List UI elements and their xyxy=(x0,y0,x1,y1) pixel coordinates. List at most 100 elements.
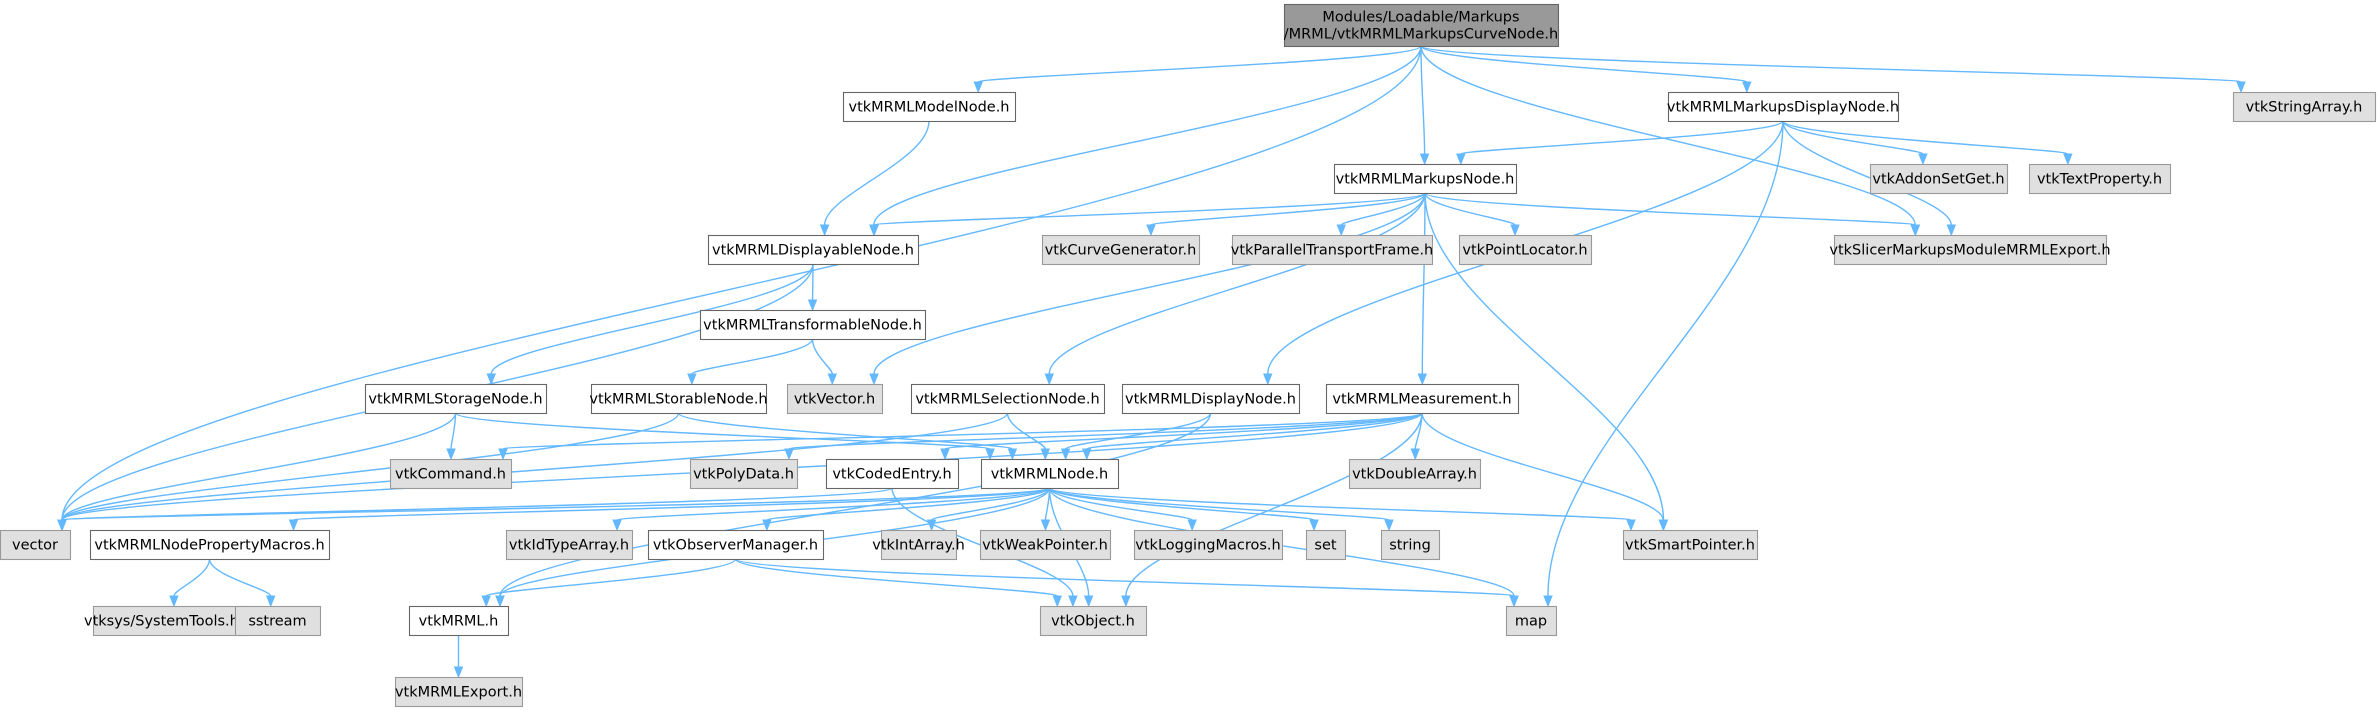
node-label: /MRML/vtkMRMLMarkupsCurveNode.h xyxy=(1284,27,1558,43)
edge-modelnode-to-displayablenode xyxy=(819,120,930,237)
edge-measurement-to-vtkobject xyxy=(1121,412,1423,608)
node-label: vtkCommand.h xyxy=(395,467,506,483)
node-label: vtkMRMLNodePropertyMacros.h xyxy=(94,538,324,554)
node-markupsnode[interactable]: vtkMRMLMarkupsNode.h xyxy=(1333,163,1518,195)
node-selectionnode[interactable]: vtkMRMLSelectionNode.h xyxy=(910,383,1106,415)
node-label: vtkAddonSetGet.h xyxy=(1872,172,2004,188)
edge-markupsdisplaynode-to-markupsnode xyxy=(1456,120,1784,166)
edge-markupsnode-to-vtkvector xyxy=(869,192,1426,386)
edge-root-to-markupsdisplaynode xyxy=(1420,45,1752,94)
edge-markupsdisplaynode-to-map xyxy=(1543,120,1784,608)
node-label: vtkIdTypeArray.h xyxy=(509,538,629,554)
node-weakpointer: vtkWeakPointer.h xyxy=(979,529,1112,561)
edge-vtkmrml-to-mrmlexport xyxy=(453,635,464,679)
node-modelnode[interactable]: vtkMRMLModelNode.h xyxy=(842,91,1017,123)
node-textproperty: vtkTextProperty.h xyxy=(2028,163,2172,195)
node-label: vtkMRMLMarkupsNode.h xyxy=(1336,172,1515,188)
node-measurement[interactable]: vtkMRMLMeasurement.h xyxy=(1325,383,1520,415)
edge-markupsnode-to-displayablenode xyxy=(869,192,1426,237)
node-transformablenode[interactable]: vtkMRMLTransformableNode.h xyxy=(699,309,927,341)
edge-transformablenode-to-storablenode xyxy=(687,338,814,386)
node-storagenode[interactable]: vtkMRMLStorageNode.h xyxy=(364,383,548,415)
node-intarray: vtkIntArray.h xyxy=(872,529,965,561)
node-curvegenerator: vtkCurveGenerator.h xyxy=(1041,234,1201,266)
edge-markupsnode-to-selectionnode xyxy=(1044,192,1426,386)
node-doublearray: vtkDoubleArray.h xyxy=(1348,458,1482,490)
node-label: vector xyxy=(12,538,58,554)
edge-markupsdisplaynode-to-addonsetget xyxy=(1782,120,1928,166)
node-label: vtkMRMLDisplayNode.h xyxy=(1125,392,1296,408)
node-idtypearray: vtkIdTypeArray.h xyxy=(505,529,634,561)
node-smartpointer: vtkSmartPointer.h xyxy=(1622,529,1759,561)
node-label: vtkSmartPointer.h xyxy=(1625,538,1755,554)
node-label: vtkCurveGenerator.h xyxy=(1045,243,1197,259)
node-loggingmacros: vtkLoggingMacros.h xyxy=(1133,529,1284,561)
node-vtkmrml[interactable]: vtkMRML.h xyxy=(408,605,510,637)
node-vtkvector: vtkVector.h xyxy=(786,383,884,415)
node-label: vtkIntArray.h xyxy=(872,538,965,554)
node-root: Modules/Loadable/Markups/MRML/vtkMRMLMar… xyxy=(1284,3,1560,48)
node-label: vtkMRMLExport.h xyxy=(395,685,522,701)
edge-observermanager-to-vtkmrml xyxy=(481,558,737,608)
node-mrmlnode[interactable]: vtkMRMLNode.h xyxy=(980,458,1120,490)
edge-displayablenode-to-storagenode xyxy=(486,263,814,386)
node-vtkobject: vtkObject.h xyxy=(1039,605,1148,637)
node-label: vtksys/SystemTools.hxx xyxy=(84,614,256,630)
edge-storagenode-to-mrmlnode xyxy=(454,412,995,461)
node-observermanager[interactable]: vtkObserverManager.h xyxy=(647,529,825,561)
node-label: vtkVector.h xyxy=(794,392,875,408)
edge-propertymacros-to-sstream xyxy=(208,558,276,608)
edge-markupsdisplaynode-to-textproperty xyxy=(1782,120,2073,166)
node-label: vtkMRMLNode.h xyxy=(991,467,1108,483)
node-sstream: sstream xyxy=(234,605,322,637)
edge-transformablenode-to-vtkvector xyxy=(811,338,838,386)
edge-markupsnode-to-paralleltransport xyxy=(1336,192,1426,237)
edge-measurement-to-codedentry xyxy=(940,412,1423,461)
edge-markupsnode-to-slicerexport xyxy=(1424,192,1921,237)
node-displayablenode[interactable]: vtkMRMLDisplayableNode.h xyxy=(707,234,920,266)
node-markupsdisplaynode[interactable]: vtkMRMLMarkupsDisplayNode.h xyxy=(1667,91,1899,123)
edge-mrmlnode-to-propertymacros xyxy=(288,487,1051,532)
edge-markupsnode-to-measurement xyxy=(1417,192,1428,386)
node-mrmlexport: vtkMRMLExport.h xyxy=(395,676,524,708)
node-label: vtkMRMLDisplayableNode.h xyxy=(712,243,914,259)
node-string: string xyxy=(1380,529,1441,561)
node-label: vtkStringArray.h xyxy=(2246,100,2363,116)
node-label: vtkMRMLTransformableNode.h xyxy=(703,318,922,334)
node-label: vtkMRMLStorableNode.h xyxy=(589,392,767,408)
header-nodes: Modules/Loadable/Markups/MRML/vtkMRMLMar… xyxy=(0,3,2377,708)
dependency-edges xyxy=(57,45,2246,679)
edge-storagenode-to-vtkcommand xyxy=(446,412,457,461)
node-paralleltransport: vtkParallelTransportFrame.h xyxy=(1231,234,1434,266)
node-label: vtkPointLocator.h xyxy=(1462,243,1587,259)
node-codedentry[interactable]: vtkCodedEntry.h xyxy=(825,458,960,490)
node-addonsetget: vtkAddonSetGet.h xyxy=(1869,163,2009,195)
edge-observermanager-to-map xyxy=(734,558,1519,608)
node-vtkcommand: vtkCommand.h xyxy=(389,458,513,490)
node-label: vtkPolyData.h xyxy=(693,467,794,483)
node-label: vtkMRMLMarkupsDisplayNode.h xyxy=(1667,100,1899,116)
edge-observermanager-to-vtkobject xyxy=(734,558,1062,608)
edge-mrmlnode-to-loggingmacros xyxy=(1048,487,1197,532)
node-map: map xyxy=(1505,605,1558,637)
edge-propertymacros-to-systemtools xyxy=(169,558,211,608)
edge-mrmlnode-to-intarray xyxy=(926,487,1051,532)
node-label: string xyxy=(1389,538,1431,554)
node-label: vtkWeakPointer.h xyxy=(982,538,1108,554)
edge-measurement-to-vtkcommand xyxy=(498,412,1423,461)
edge-mrmlnode-to-vector xyxy=(57,487,1051,532)
node-set: set xyxy=(1305,529,1347,561)
node-label: Modules/Loadable/Markups xyxy=(1322,10,1519,26)
node-label: vtkMRML.h xyxy=(419,614,499,630)
node-displaynode[interactable]: vtkMRMLDisplayNode.h xyxy=(1121,383,1301,415)
edge-markupsnode-to-pointlocator xyxy=(1424,192,1520,237)
edge-mrmlnode-to-set xyxy=(1048,487,1319,532)
node-storablenode[interactable]: vtkMRMLStorableNode.h xyxy=(589,383,768,415)
edge-root-to-markupsnode xyxy=(1419,45,1430,166)
node-label: vtkParallelTransportFrame.h xyxy=(1231,243,1434,259)
node-label: map xyxy=(1515,614,1547,630)
node-propertymacros[interactable]: vtkMRMLNodePropertyMacros.h xyxy=(89,529,331,561)
node-label: vtkDoubleArray.h xyxy=(1352,467,1477,483)
node-slicerexport: vtkSlicerMarkupsModuleMRMLExport.h xyxy=(1829,234,2111,266)
